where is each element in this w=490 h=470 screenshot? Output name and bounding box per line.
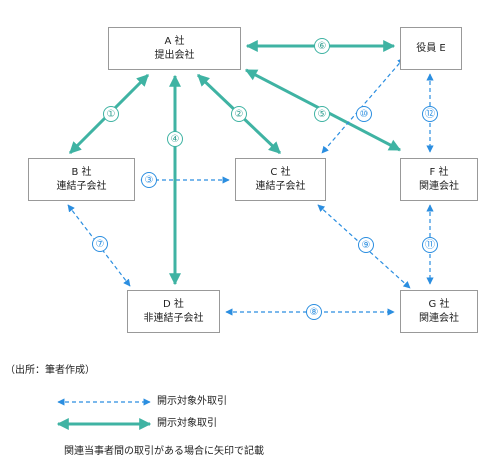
node-company-b: B 社 連結子会社: [28, 158, 135, 201]
edge-label-8: ⑧: [306, 304, 322, 320]
node-b-role: 連結子会社: [56, 180, 107, 192]
node-d-role: 非連結子会社: [143, 312, 204, 324]
node-company-d: D 社 非連結子会社: [127, 290, 220, 333]
edge-label-5: ⑤: [314, 106, 330, 122]
legend-solid-label: 開示対象取引: [157, 418, 217, 429]
edge-label-9: ⑨: [358, 237, 374, 253]
node-g-name: G 社: [428, 298, 450, 310]
legend-dashed-label: 開示対象外取引: [157, 396, 227, 407]
node-a-name: A 社: [164, 35, 185, 47]
edge-label-4: ④: [167, 131, 183, 147]
edge-label-10: ⑩: [356, 106, 372, 122]
node-f-role: 関連会社: [419, 180, 459, 192]
edge-label-3: ③: [141, 172, 157, 188]
node-e-name: 役員 E: [416, 42, 446, 54]
node-officer-e: 役員 E: [400, 27, 462, 70]
edge-label-2: ②: [231, 106, 247, 122]
node-f-name: F 社: [429, 166, 449, 178]
edge-label-11: ⑪: [422, 237, 438, 253]
edge-label-6: ⑥: [314, 38, 330, 54]
source-note: （出所：筆者作成）: [5, 365, 95, 376]
node-c-name: C 社: [270, 166, 291, 178]
edge-label-7: ⑦: [92, 236, 108, 252]
node-c-role: 連結子会社: [255, 180, 306, 192]
node-a-role: 提出会社: [154, 49, 195, 61]
node-d-name: D 社: [163, 298, 184, 310]
edge-label-12: ⑫: [422, 106, 438, 122]
node-g-role: 関連会社: [419, 312, 459, 324]
node-b-name: B 社: [71, 166, 92, 178]
edge-label-1: ①: [103, 106, 119, 122]
footnote: 関連当事者間の取引がある場合に矢印で記載: [64, 446, 264, 457]
node-company-a: A 社 提出会社: [108, 27, 241, 70]
node-company-g: G 社 関連会社: [400, 290, 478, 333]
node-company-f: F 社 関連会社: [400, 158, 478, 201]
node-company-c: C 社 連結子会社: [235, 158, 326, 201]
